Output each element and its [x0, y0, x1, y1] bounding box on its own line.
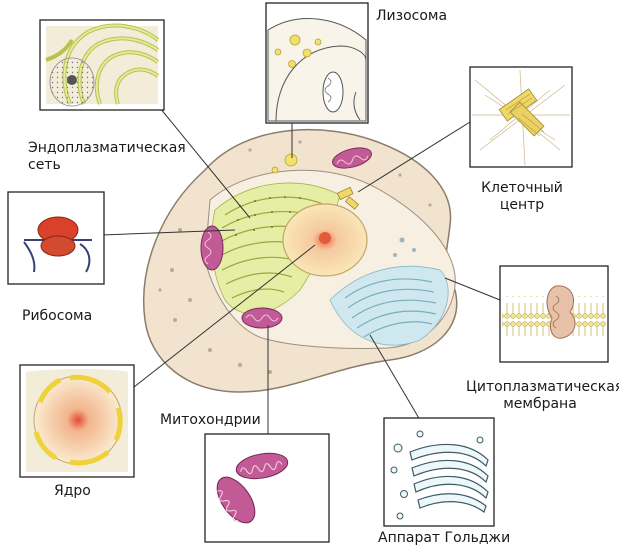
label-golgi: Аппарат Гольджи — [378, 530, 511, 546]
leader-lines — [101, 107, 501, 435]
label-er-line1: Эндоплазматическая — [28, 140, 186, 156]
inset-membrane — [499, 265, 609, 363]
cell-mitochondria — [200, 147, 372, 329]
cell-centrosome — [336, 186, 360, 210]
golgi-cisternae — [344, 278, 437, 338]
inset-er — [39, 19, 165, 111]
cell-vesicles — [393, 237, 416, 257]
inset-nucleus — [19, 364, 135, 478]
inset-mitochondria — [204, 433, 330, 543]
label-membrane-line2: мембрана — [503, 396, 577, 412]
label-er-line2: сеть — [28, 157, 61, 173]
inset-golgi — [383, 417, 495, 527]
label-centrosome-line1: Клеточный — [481, 180, 563, 196]
label-mitochondria: Митохондрии — [160, 412, 261, 428]
label-membrane-line1: Цитоплазматическая — [466, 379, 619, 395]
golgi-region — [329, 265, 449, 346]
inset-centrosome — [469, 66, 573, 168]
cell-lysosomes — [271, 153, 298, 174]
label-centrosome-line2: центр — [499, 197, 545, 213]
inset-lysosome — [265, 2, 369, 124]
er-ribosomes — [235, 196, 301, 236]
cytoplasm-granules — [158, 140, 432, 374]
label-nucleus: Ядро — [54, 483, 91, 499]
nucleolus — [319, 232, 331, 244]
inset-ribosome — [7, 191, 105, 285]
cell — [143, 129, 458, 393]
label-lysosome: Лизосома — [376, 8, 448, 24]
label-ribosome: Рибосома — [22, 308, 93, 324]
